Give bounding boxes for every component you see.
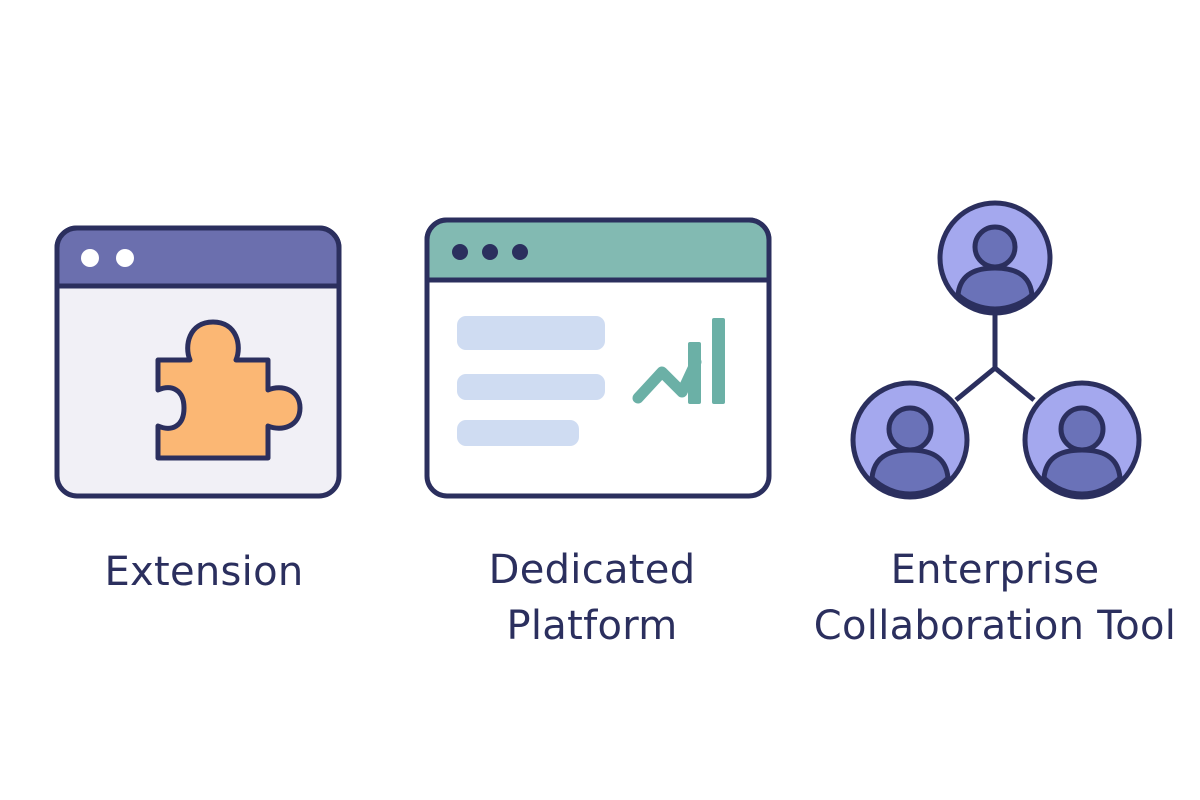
user-avatar-icon	[850, 380, 970, 500]
content-line	[457, 374, 605, 400]
window-dot	[482, 244, 498, 260]
browser-dashboard-icon	[424, 217, 772, 499]
platform-title-bar	[424, 217, 772, 283]
window-dot	[116, 249, 134, 267]
platform-label: Dedicated Platform	[442, 542, 742, 654]
window-dot	[512, 244, 528, 260]
window-dot	[452, 244, 468, 260]
label-line: Extension	[104, 549, 304, 595]
window-dot	[81, 249, 99, 267]
puzzle-piece-icon	[155, 319, 303, 461]
label-line: Platform	[506, 603, 678, 649]
label-line: Enterprise	[890, 547, 1100, 593]
network-connector	[954, 310, 1036, 402]
content-line	[457, 316, 605, 350]
content-line	[457, 420, 579, 446]
label-line: Dedicated	[488, 547, 696, 593]
user-avatar-icon	[937, 200, 1053, 316]
growth-chart-icon	[632, 318, 725, 404]
user-avatar-icon	[1022, 380, 1142, 500]
browser-puzzle-icon	[54, 225, 342, 499]
extension-title-bar	[54, 225, 342, 289]
label-line: Collaboration Tool	[813, 603, 1177, 649]
enterprise-label: Enterprise Collaboration Tool	[795, 542, 1195, 654]
extension-label: Extension	[54, 544, 354, 600]
team-network-icon	[850, 200, 1142, 500]
